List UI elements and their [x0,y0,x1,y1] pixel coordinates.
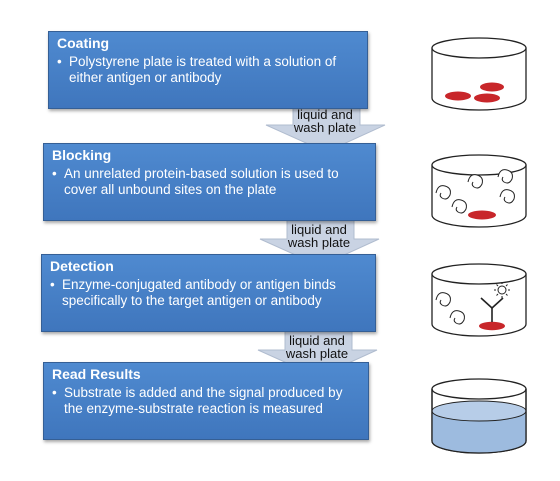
arrow-label-line: wash plate [293,120,357,135]
bullet: • [50,277,55,292]
arrow-label-line: liquid and [297,107,353,122]
blocked-plate-icon [426,153,532,231]
bullet: • [57,54,62,69]
step-title: Coating [57,35,110,51]
arrow-label-line: wash plate [285,346,349,361]
step-title: Detection [50,258,114,274]
step-description: Substrate is added and the signal produc… [64,385,343,416]
step-detection: Detection • Enzyme-conjugated antibody o… [41,254,376,332]
step-coating: Coating • Polystyrene plate is treated w… [48,31,368,109]
step-description: Enzyme-conjugated antibody or antigen bi… [62,277,336,308]
step-title: Blocking [52,147,112,163]
bullet: • [52,166,57,181]
arrow-label-line: wash plate [287,235,351,250]
step-read-results: Read Results • Substrate is added and th… [43,362,369,440]
coated-plate-icon [426,36,532,114]
bullet: • [52,385,57,400]
step-description: An unrelated protein-based solution is u… [64,166,339,197]
detection-plate-icon [426,262,532,340]
substrate-plate-icon [426,377,532,457]
arrow-label-line: liquid and [291,222,347,237]
step-title: Read Results [52,366,141,382]
step-description: Polystyrene plate is treated with a solu… [69,54,337,85]
arrow-label-line: liquid and [289,333,345,348]
step-blocking: Blocking • An unrelated protein-based so… [43,143,376,221]
